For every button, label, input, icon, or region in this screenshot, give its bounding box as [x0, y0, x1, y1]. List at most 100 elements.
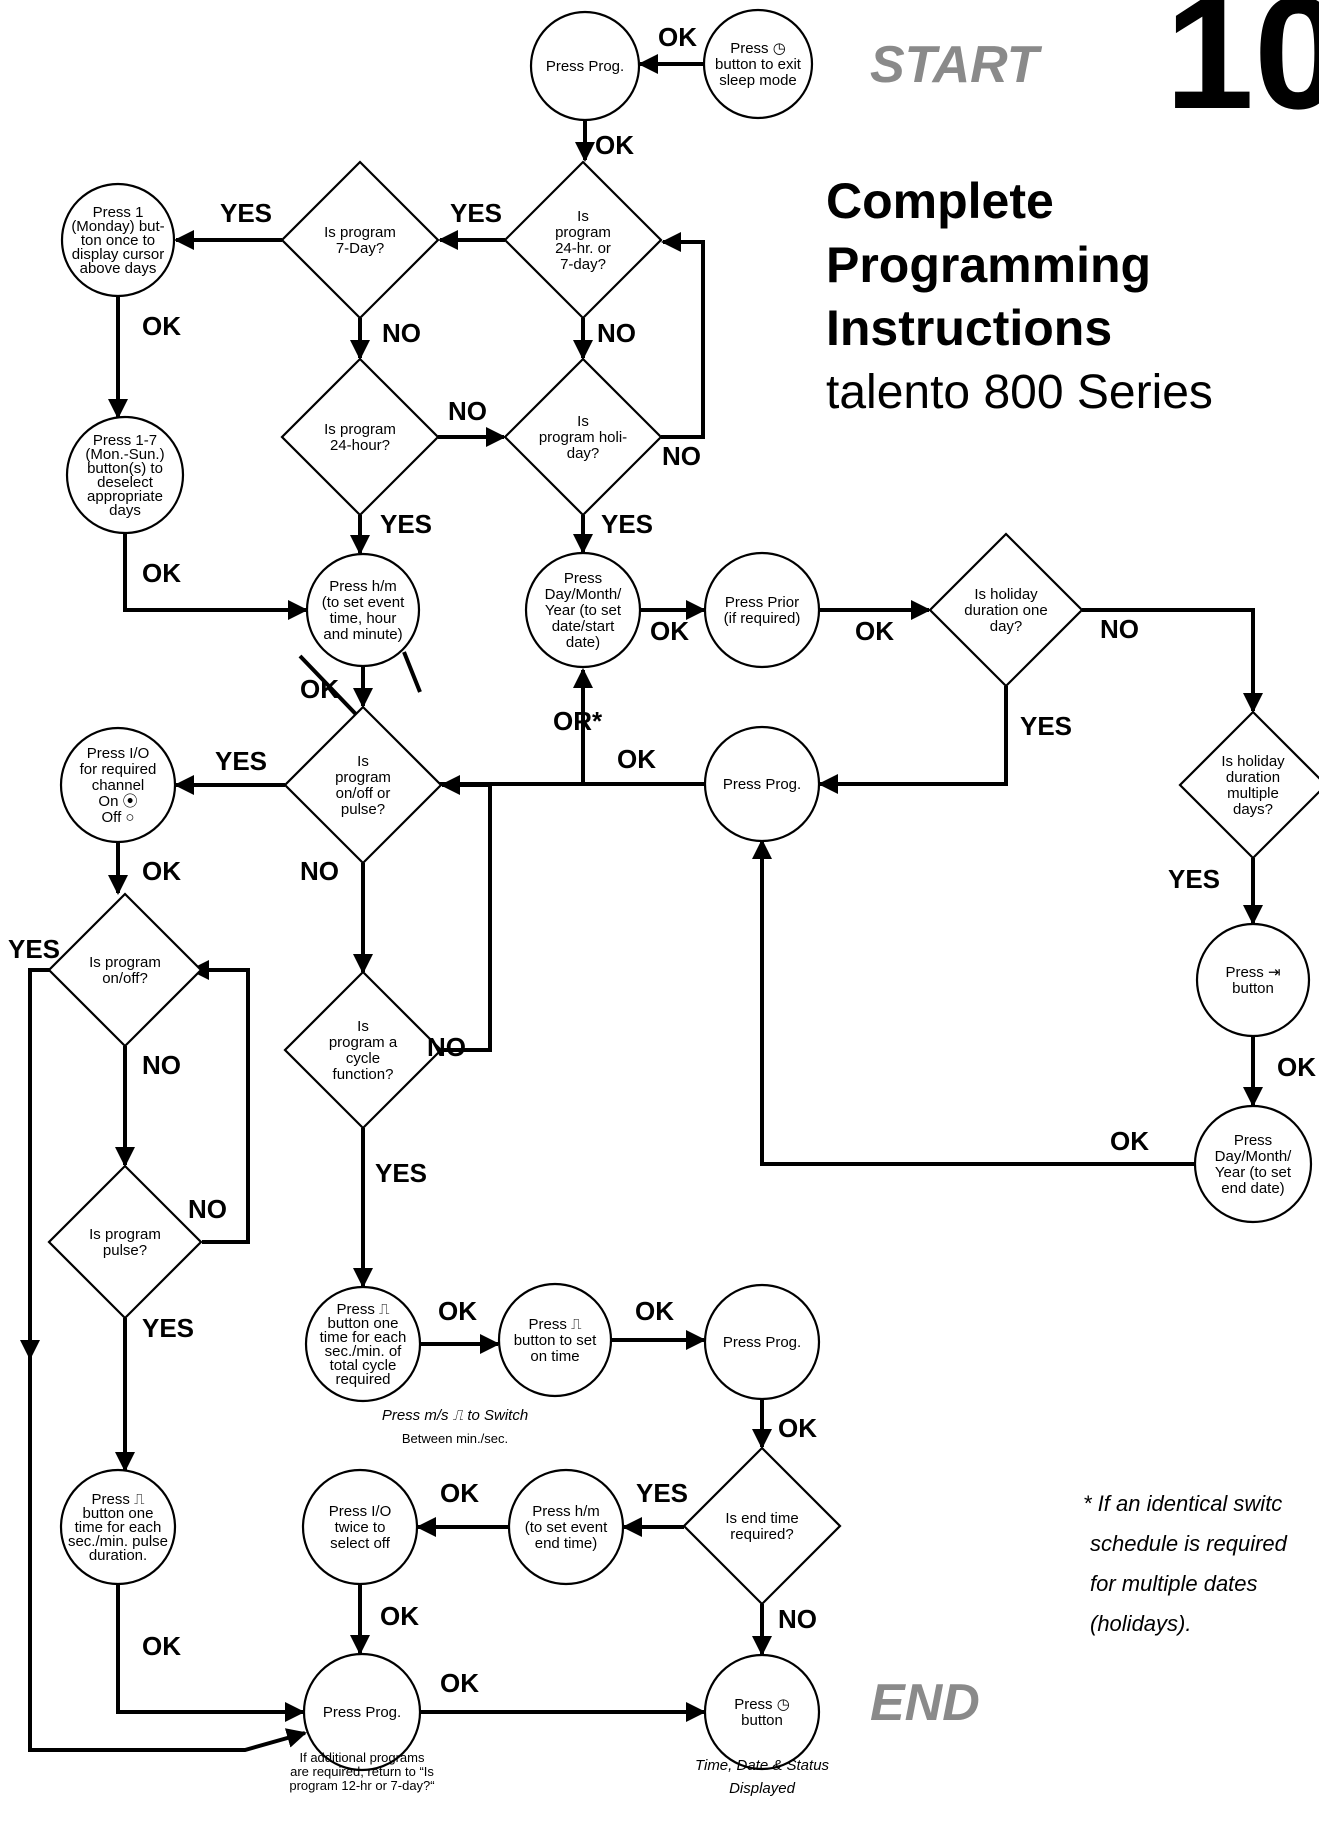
edge-label-yes: YES [142, 1313, 194, 1343]
node-text: time, hour [330, 610, 397, 627]
node-text: for required [80, 761, 157, 778]
switch-note-line-2: Between min./sec. [402, 1431, 508, 1446]
node-text: button(s) to [87, 460, 163, 477]
node-text: (Monday) but- [71, 218, 164, 235]
node-text: Press Prog. [546, 58, 624, 75]
node-text: Press h/m [532, 1503, 600, 1520]
edge-label-ok: OK [300, 674, 339, 704]
edge-label-no: NO [427, 1032, 466, 1062]
return-note-line-3: program 12-hr or 7-day?“ [289, 1778, 434, 1793]
node-text: days [109, 502, 141, 519]
node-text: pulse? [341, 801, 385, 818]
flow-connector [116, 1584, 305, 1722]
node-text: days? [1233, 801, 1273, 818]
return-note-line-1: If additional programs [299, 1750, 425, 1765]
edge-label-no: NO [300, 856, 339, 886]
node-text: program [555, 224, 611, 241]
subtitle: talento 800 Series [826, 366, 1213, 419]
flow-connector [752, 839, 1195, 1166]
node-text: twice to [335, 1519, 386, 1536]
node-text: Press I/O [329, 1503, 392, 1520]
node-text: 7-day? [560, 256, 606, 273]
press-prog-top-step: Press Prog. [529, 10, 641, 122]
node-text: program a [329, 1034, 398, 1051]
edge-label-yes: YES [636, 1478, 688, 1508]
node-text: button one [328, 1315, 399, 1332]
title-line-1: Complete [826, 173, 1054, 229]
node-text: end date) [1221, 1180, 1284, 1197]
edge-label-no: NO [597, 318, 636, 348]
node-text: required? [730, 1526, 793, 1543]
end-note-line-2: Displayed [729, 1780, 796, 1797]
node-text: Is program [324, 224, 396, 241]
node-text: function? [333, 1066, 394, 1083]
end-note-line-1: Time, Date & Status [695, 1757, 830, 1774]
node-text: channel [92, 777, 145, 794]
node-text: (to set event [322, 594, 405, 611]
edge-label-yes: YES [1168, 864, 1220, 894]
edge-label-ok: OK [650, 616, 689, 646]
node-text: Is holiday [974, 586, 1038, 603]
edge-label-no: NO [382, 318, 421, 348]
edge-label-no: NO [188, 1194, 227, 1224]
node-text: Is [357, 1018, 369, 1035]
node-text: display cursor [72, 246, 165, 263]
node-text: duration. [89, 1547, 147, 1564]
title-line-3: Instructions [826, 300, 1112, 356]
node-text: Press 1 [93, 204, 144, 221]
node-text: Day/Month/ [1215, 1148, 1293, 1165]
edge-label-yes: YES [380, 509, 432, 539]
edge-label-yes: YES [601, 509, 653, 539]
footnote-line-3: for multiple dates [1090, 1571, 1258, 1596]
node-text: (Mon.-Sun.) [85, 446, 164, 463]
edge-label-yes: YES [220, 198, 272, 228]
node-text: Is program [89, 954, 161, 971]
node-text: Year (to set [545, 602, 622, 619]
node-text: Is end time [725, 1510, 798, 1527]
edge-label-no: NO [662, 441, 701, 471]
edge-label-ok: OK [778, 1413, 817, 1443]
flow-connector [440, 775, 492, 1052]
node-text: appropriate [87, 488, 163, 505]
node-text: Is program [89, 1226, 161, 1243]
node-text: Is [577, 413, 589, 430]
edge-label-ok: OK [617, 744, 656, 774]
switch-note-line-1: Press m/s ⎍ to Switch [382, 1407, 528, 1424]
end-label: END [870, 1674, 980, 1732]
node-text: on/off? [102, 970, 148, 987]
edge-label-ok: OK [595, 130, 634, 160]
flow-connector [402, 651, 422, 693]
edge-label-ok: OK [658, 22, 697, 52]
edge-label-ok: OK [855, 616, 894, 646]
edge-label-no: NO [1100, 614, 1139, 644]
edge-label-no: NO [142, 1050, 181, 1080]
flow-connector [1082, 608, 1263, 713]
node-text: Press ⎍ [91, 1491, 145, 1508]
node-text: (if required) [724, 610, 801, 627]
node-text: Is [577, 208, 589, 225]
edge-label-ok: OK [142, 856, 181, 886]
edge-label-yes: YES [375, 1158, 427, 1188]
node-text: Press Prog. [723, 776, 801, 793]
start-label: START [870, 36, 1043, 94]
edge-label-ok: OK [380, 1601, 419, 1631]
node-text: date) [566, 634, 600, 651]
node-text: day? [567, 445, 600, 462]
node-text: end time) [535, 1535, 598, 1552]
node-text: On ⦿ [98, 793, 137, 810]
node-text: Is [357, 753, 369, 770]
